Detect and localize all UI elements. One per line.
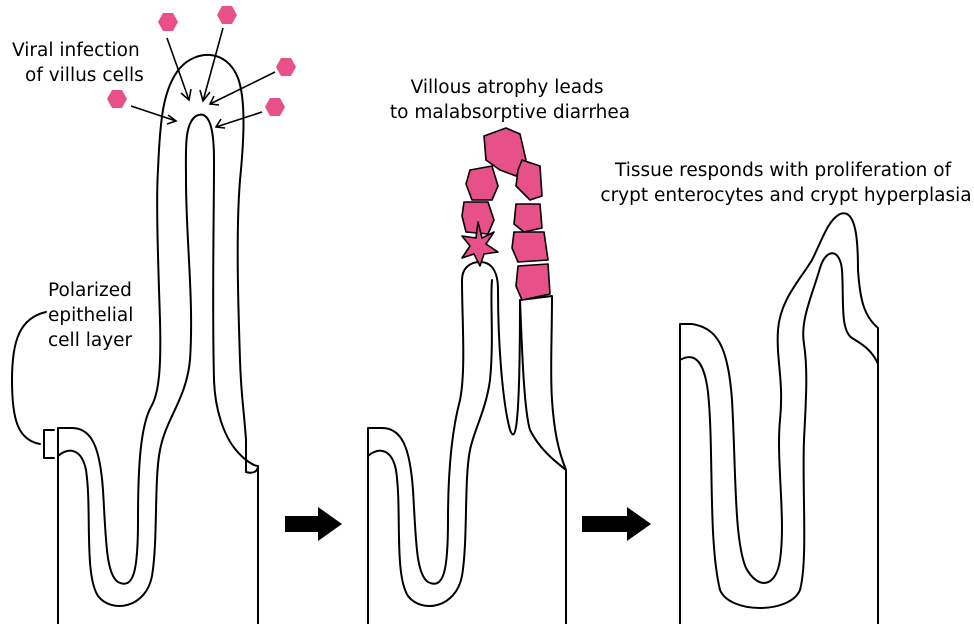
hyperplasia-label-line-2: crypt enterocytes and crypt hyperplasia [600,185,971,206]
infection-label-line-2: of villus cells [25,65,144,86]
atrophied-villus-inner [368,280,566,606]
damaged-cell [512,232,548,262]
arrow-icon [131,106,176,121]
epithelium-label: Polarized epithelial cell layer [48,280,139,351]
right-arrow-icon [582,507,651,541]
damaged-cell [466,166,498,200]
infection-arrows [131,28,275,128]
epithelium-bracket-tick [44,430,54,458]
epithelium-bracket [12,312,46,444]
virus-icon [265,98,285,116]
arrow-icon [167,38,189,100]
damaged-cell [516,160,542,200]
arrow-icon [216,112,262,127]
epithelium-label-line-1: Polarized [48,280,132,301]
damaged-cell [516,264,550,300]
panel-hyperplasia: Tissue responds with proliferation of cr… [600,160,971,624]
virus-icon [276,58,296,76]
epithelium-label-line-3: cell layer [48,330,133,351]
arrow-icon [203,28,223,101]
infection-label: Viral infection of villus cells [12,40,146,86]
atrophy-label: Villous atrophy leads to malabsorptive d… [390,77,630,123]
right-arrow-icon [285,507,342,541]
atrophy-label-line-1: Villous atrophy leads [411,77,604,98]
atrophy-label-line-2: to malabsorptive diarrhea [390,102,630,123]
virus-icon [158,13,178,31]
hyperplasia-label: Tissue responds with proliferation of cr… [600,160,971,206]
panel-atrophy: Villous atrophy leads to malabsorptive d… [368,77,630,624]
virus-icon [107,90,127,108]
virus-icon [217,6,237,24]
infection-label-line-1: Viral infection [12,40,140,61]
damaged-cell [514,204,542,232]
hyperplasia-label-line-1: Tissue responds with proliferation of [614,160,952,181]
panel-infection: Viral infection of villus cells Polarize… [12,6,296,624]
atrophied-villus-outline [368,262,566,624]
arrow-head-icon [216,119,225,128]
epithelium-label-line-2: epithelial [48,305,133,326]
damaged-cells [462,128,550,300]
